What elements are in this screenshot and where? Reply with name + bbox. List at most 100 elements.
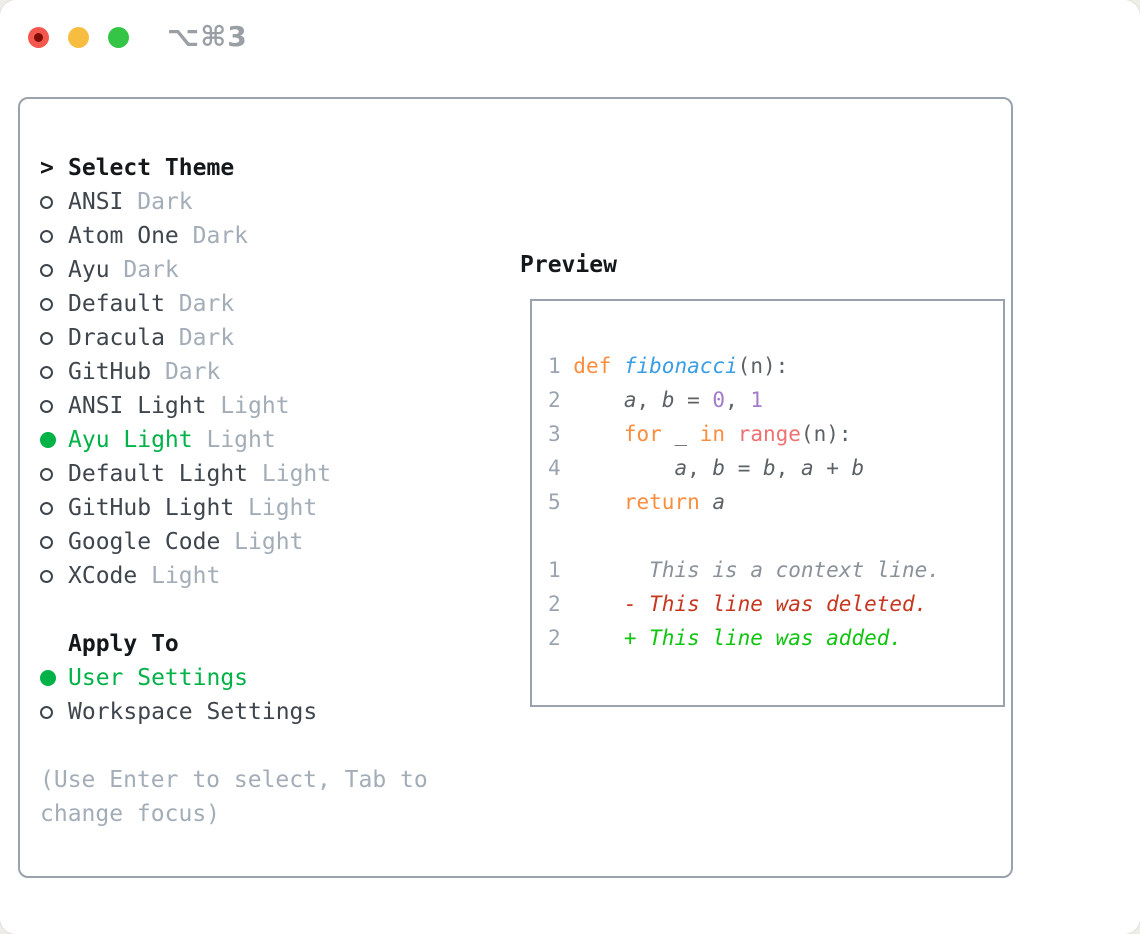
radio-column [40, 501, 68, 515]
theme-option-label: Default Light [68, 461, 262, 487]
code-token-tx [725, 422, 738, 446]
preview-heading: Preview [520, 252, 617, 278]
code-token-kw: return [623, 490, 700, 514]
theme-option-github-light-light[interactable]: GitHub Light Light [40, 491, 470, 525]
code-token-tx: a [674, 456, 688, 480]
theme-option-github-dark[interactable]: GitHub Dark [40, 355, 470, 389]
theme-option-label: GitHub Light [68, 495, 249, 521]
apply-option-label: Workspace Settings [68, 699, 318, 725]
theme-option-label: ANSI [68, 189, 138, 215]
close-button-icon[interactable] [28, 27, 49, 48]
theme-option-label: Atom One [68, 223, 193, 249]
code-token-ln: 4 [548, 456, 574, 480]
radio-unselected-icon [40, 195, 53, 209]
code-token-ctx: This is a context line. [649, 558, 940, 582]
radio-column [40, 331, 68, 345]
radio-unselected-icon [40, 535, 53, 549]
code-token-tx: + [813, 456, 852, 480]
code-token-ln: 1 [548, 354, 574, 378]
code-token-ln: 1 [548, 558, 561, 582]
theme-option-label: GitHub [68, 359, 165, 385]
code-token-ln: 3 [548, 422, 574, 446]
theme-option-google-code-light[interactable]: Google Code Light [40, 525, 470, 559]
code-token-tx: b [763, 456, 776, 480]
code-token-ln: 5 [548, 490, 574, 514]
code-token-tx: , [687, 456, 713, 480]
code-token-call: range [737, 422, 801, 446]
theme-option-ansi-light-light[interactable]: ANSI Light Light [40, 389, 470, 423]
apply-option-user-settings[interactable]: User Settings [40, 661, 470, 695]
theme-option-label: XCode [68, 563, 152, 589]
preview-code-line: 2 + This line was added. [548, 621, 1003, 655]
theme-option-ayu-dark[interactable]: Ayu Dark [40, 253, 470, 287]
theme-option-ansi-dark[interactable]: ANSI Dark [40, 185, 470, 219]
preview-code-line: 1 def fibonacci(n): [548, 349, 1003, 383]
radio-column [40, 365, 68, 379]
theme-variant-badge: Light [248, 495, 318, 521]
code-token-tx: (n): [737, 354, 789, 378]
code-token-tx: b [851, 456, 865, 480]
theme-option-label: Default [68, 291, 179, 317]
theme-option-xcode-light[interactable]: XCode Light [40, 559, 470, 593]
theme-variant-badge: Light [234, 529, 304, 555]
radio-unselected-icon [40, 399, 53, 413]
preview-code-line: 5 return a [548, 485, 1003, 519]
code-token-tx: , [725, 388, 751, 412]
apply-option-workspace-settings[interactable]: Workspace Settings [40, 695, 470, 729]
theme-variant-badge: Light [151, 563, 221, 589]
code-token-add: + This line was added. [623, 626, 903, 650]
radio-unselected-icon [40, 263, 53, 277]
preview-blank-line [548, 519, 1003, 553]
code-token-tx [561, 592, 624, 616]
code-token-tx: (n): [800, 422, 852, 446]
radio-selected-icon [40, 670, 56, 686]
theme-option-label: ANSI Light [68, 393, 221, 419]
code-token-ln: 2 [548, 592, 561, 616]
code-token-tx: a [623, 388, 637, 412]
code-token-del: - This line was deleted. [623, 592, 928, 616]
theme-option-default-light-light[interactable]: Default Light Light [40, 457, 470, 491]
radio-column [40, 399, 68, 413]
preview-code-line: 3 for _ in range(n): [548, 417, 1003, 451]
select-theme-heading-row: >Select Theme [40, 151, 470, 185]
spacer [40, 593, 470, 627]
theme-variant-badge: Light [261, 461, 332, 487]
code-token-ln: 2 [548, 388, 574, 412]
radio-column [40, 535, 68, 549]
theme-variant-badge: Dark [164, 359, 221, 385]
spacer [40, 729, 470, 763]
code-token-tx [573, 388, 624, 412]
zoom-button-icon[interactable] [108, 27, 129, 48]
code-token-kw: def [573, 354, 624, 378]
theme-option-atom-one-dark[interactable]: Atom One Dark [40, 219, 470, 253]
code-token-ln: 2 [548, 626, 561, 650]
radio-unselected-icon [40, 467, 53, 481]
theme-variant-badge: Light [206, 427, 276, 453]
apply-to-heading: Apply To [68, 631, 179, 657]
theme-option-default-dark[interactable]: Default Dark [40, 287, 470, 321]
radio-column [40, 432, 68, 448]
radio-unselected-icon [40, 331, 53, 345]
minimize-button-icon[interactable] [68, 27, 89, 48]
select-theme-heading: Select Theme [68, 155, 235, 181]
radio-unselected-icon [40, 705, 53, 719]
theme-option-dracula-dark[interactable]: Dracula Dark [40, 321, 470, 355]
code-token-tx [573, 490, 624, 514]
preview-code-line: 2 a, b = 0, 1 [548, 383, 1003, 417]
radio-unselected-icon [40, 365, 53, 379]
radio-column [40, 195, 68, 209]
radio-unselected-icon [40, 297, 53, 311]
radio-column [40, 297, 68, 311]
radio-column [40, 467, 68, 481]
keyboard-hint: (Use Enter to select, Tab to change focu… [40, 767, 428, 827]
close-dot-icon [34, 33, 43, 42]
theme-variant-badge: Dark [137, 189, 193, 215]
theme-variant-badge: Dark [178, 325, 235, 351]
radio-unselected-icon [40, 501, 53, 515]
code-token-tx [573, 456, 674, 480]
radio-selected-icon [40, 432, 56, 448]
theme-option-ayu-light-light[interactable]: Ayu Light Light [40, 423, 470, 457]
